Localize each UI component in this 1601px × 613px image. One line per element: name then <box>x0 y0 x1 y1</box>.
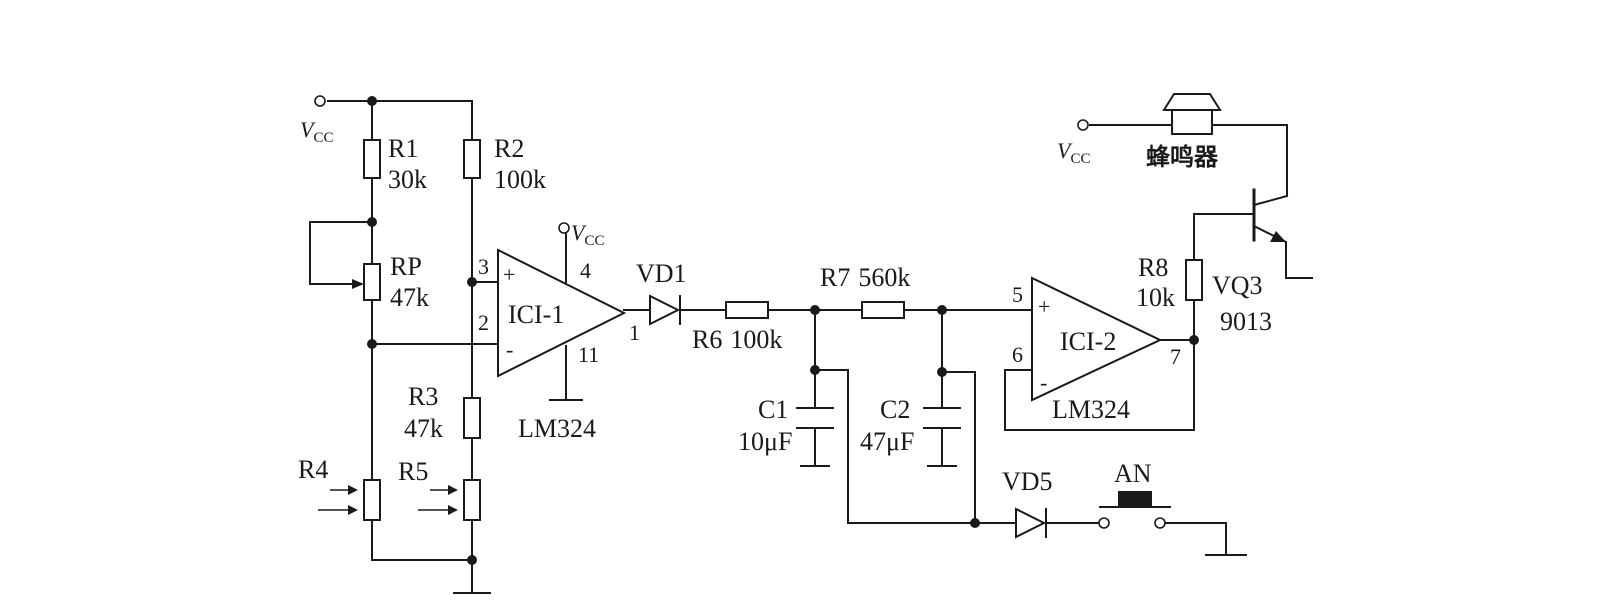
push-switch-an <box>1099 491 1171 508</box>
c2-ref: C2 <box>880 395 910 424</box>
c1-ref: C1 <box>758 395 788 424</box>
vq3-ref: VQ3 <box>1212 271 1263 300</box>
op2-plus-sign: + <box>1038 294 1050 319</box>
c2-value: 47μF <box>860 427 914 456</box>
r1-value: 30k <box>388 165 427 194</box>
transistor-vq3 <box>1252 188 1286 242</box>
r3-value: 47k <box>404 414 443 443</box>
op2-pin-minus: 6 <box>1012 342 1023 367</box>
switch-ref: AN <box>1114 459 1152 488</box>
opamp-ici-2 <box>1031 276 1163 402</box>
op1-pin-vcc: 4 <box>580 258 591 283</box>
op1-pin-plus: 3 <box>478 254 489 279</box>
vcc-label: VCC <box>571 220 604 249</box>
op1-ref: ICI-1 <box>508 300 564 329</box>
buzzer-icon <box>1162 93 1222 135</box>
vd5-ref: VD5 <box>1002 467 1053 496</box>
resistor-r3 <box>463 397 481 439</box>
resistor-r8 <box>1185 259 1203 301</box>
r2-value: 100k <box>494 165 546 194</box>
op1-minus-sign: - <box>506 337 513 362</box>
r5-ref: R5 <box>398 457 428 486</box>
junctions <box>367 96 1199 565</box>
potentiometer-rp <box>352 263 381 301</box>
op2-pin-plus: 5 <box>1012 282 1023 307</box>
op2-pin-out: 7 <box>1170 344 1181 369</box>
terminals <box>314 95 1166 529</box>
rp-value: 47k <box>390 283 429 312</box>
photoresistor-r4 <box>318 479 381 521</box>
op1-pin-minus: 2 <box>478 310 489 335</box>
vcc-terminal <box>558 222 570 234</box>
buzzer-label: 蜂鸣器 <box>1146 143 1219 171</box>
switch-terminal <box>1154 517 1166 529</box>
diode-vd5 <box>1015 507 1047 539</box>
op1-pin-gnd: 11 <box>578 342 599 367</box>
op2-minus-sign: - <box>1040 370 1047 395</box>
op1-plus-sign: + <box>503 262 515 287</box>
vcc-label: VCC <box>300 117 333 146</box>
vq3-part: 9013 <box>1220 307 1272 336</box>
op1-part: LM324 <box>518 414 596 443</box>
op2-ref: ICI-2 <box>1060 327 1116 356</box>
r8-value: 10k <box>1136 283 1175 312</box>
resistor-r7 <box>861 301 905 319</box>
vcc-terminal <box>314 95 326 107</box>
r2-ref: R2 <box>494 134 524 163</box>
rp-ref: RP <box>390 252 422 281</box>
opamp-ici-1 <box>497 248 627 378</box>
capacitor-c1 <box>796 407 834 429</box>
resistor-r2 <box>463 139 481 179</box>
wires <box>309 100 1313 594</box>
r8-ref: R8 <box>1138 253 1168 282</box>
r3-ref: R3 <box>408 382 438 411</box>
vcc-label: VCC <box>1057 138 1090 167</box>
resistor-r1 <box>363 139 381 179</box>
op2-part: LM324 <box>1052 395 1130 424</box>
r1-ref: R1 <box>388 134 418 163</box>
vd1-ref: VD1 <box>636 259 687 288</box>
r4-ref: R4 <box>298 455 328 484</box>
vcc-terminal <box>1077 119 1089 131</box>
diode-vd1 <box>649 294 681 326</box>
capacitor-c2 <box>923 407 961 429</box>
c1-value: 10μF <box>738 427 792 456</box>
resistor-r6 <box>725 301 769 319</box>
op1-pin-out: 1 <box>629 320 640 345</box>
photoresistor-r5 <box>418 479 481 521</box>
switch-terminal <box>1098 517 1110 529</box>
